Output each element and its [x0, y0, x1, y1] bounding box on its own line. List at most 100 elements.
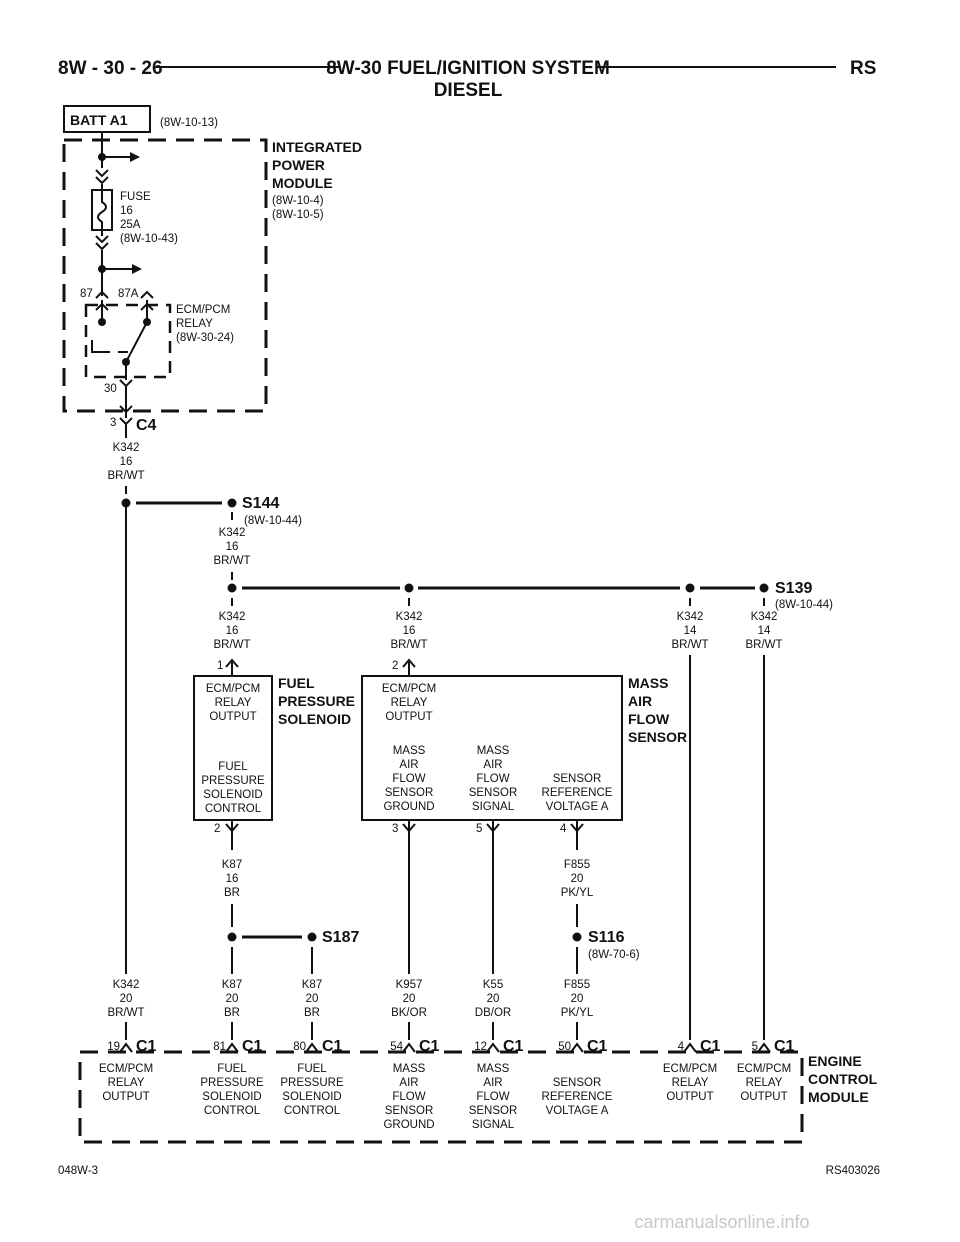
ecm-name-line-3: MODULE [808, 1089, 869, 1105]
maf-sig-label-line-3: FLOW [476, 773, 509, 785]
wire-label-line: F855 [564, 979, 590, 991]
relay-connector-30-icon [119, 379, 133, 388]
wire-label-maf-in: K342 16 BR/WT [390, 611, 427, 651]
wire-label-line: PK/YL [561, 887, 594, 899]
ecm-connector-name: C1 [587, 1038, 608, 1055]
relay-pin-30: 30 [104, 383, 117, 395]
wire-label-line: BR [224, 1007, 240, 1019]
ipm-name-line-3: MODULE [272, 175, 333, 191]
relay-switch-arm [125, 323, 147, 363]
ecm-connector-icon [683, 1042, 697, 1053]
wire-label-line: DB/OR [475, 1007, 511, 1019]
maf-pin-5: 5 [476, 823, 482, 835]
ecm-pin-label-line: SENSOR [469, 1105, 518, 1117]
page-header: 8W - 30 - 26 8W-30 FUEL/IGNITION SYSTEM … [58, 58, 876, 101]
fps-in-label-line-2: RELAY [215, 697, 252, 709]
ecm-pin-label-line: PRESSURE [280, 1077, 344, 1089]
wire-label-k342-14a: K342 14 BR/WT [671, 611, 708, 651]
ecm-connector-icon [402, 1042, 416, 1053]
wire-label-line: K342 [396, 611, 423, 623]
wire-label-line: 16 [226, 873, 239, 885]
wire-label-line: K55 [483, 979, 503, 991]
splice-s116-name: S116 [588, 929, 625, 946]
wire-label-line: 20 [403, 993, 416, 1005]
maf-ref-label-line-3: VOLTAGE A [546, 801, 609, 813]
maf-sig-label-line-1: MASS [477, 745, 510, 757]
maf-gnd-label-line-1: MASS [393, 745, 426, 757]
fuse-element-icon [97, 190, 107, 230]
maf-in-label: ECM/PCM RELAY OUTPUT [382, 683, 436, 723]
ecm-connector-icon [225, 1042, 239, 1053]
relay-label-line-1: ECM/PCM [176, 304, 230, 316]
ecm-connector-name: C1 [322, 1038, 343, 1055]
arrow-right-icon [132, 264, 142, 274]
ecm-pin-label-line: VOLTAGE A [546, 1105, 609, 1117]
c4-pin: 3 [110, 417, 116, 429]
fuse-label-line-4: (8W-10-43) [120, 233, 178, 245]
ecm-pin-number: 4 [678, 1041, 685, 1053]
page-number: 8W - 30 - 26 [58, 58, 163, 79]
wire-label-line: K342 [113, 979, 140, 991]
splice-node-k87 [227, 932, 237, 942]
wire-label-line: 20 [487, 993, 500, 1005]
relay-label-line-2: RELAY [176, 318, 213, 330]
section-code: RS [850, 58, 876, 79]
maf-pin-3: 3 [392, 823, 398, 835]
wire-label-f855-20b: F855 20 PK/YL [561, 979, 594, 1019]
ecm-connector-name: C1 [136, 1038, 157, 1055]
wire-label-line: 14 [684, 625, 697, 637]
maf-pin-4: 4 [560, 823, 567, 835]
fps-name-line-2: PRESSURE [278, 693, 355, 709]
fps-out-label-line-4: CONTROL [205, 803, 262, 815]
ecm-pin-12: 12 C1 MASS AIR FLOW SENSOR SIGNAL [469, 1038, 524, 1131]
relay-connector-87-icon [95, 290, 109, 299]
splice-s139-ref: (8W-10-44) [775, 599, 833, 611]
wire-label-line: BR/WT [671, 639, 708, 651]
wire-label-line: K342 [677, 611, 704, 623]
ecm-connector-icon [570, 1042, 584, 1053]
wire-label-line: PK/YL [561, 1007, 594, 1019]
ecm-pin-19: 19 C1 ECM/PCM RELAY OUTPUT [99, 1038, 157, 1103]
arrow-right-icon [130, 152, 140, 162]
wire-label-line: K342 [751, 611, 778, 623]
splice-s116-node [572, 932, 582, 942]
ecm-pin-81: 81 C1 FUEL PRESSURE SOLENOID CONTROL [200, 1038, 264, 1117]
ecm-connector-name: C1 [503, 1038, 524, 1055]
ecm-pin-label-line: RELAY [746, 1077, 783, 1089]
wire-label-line: K342 [219, 527, 246, 539]
ecm-pin-label-line: SENSOR [553, 1077, 602, 1089]
fps-in-label-line-3: OUTPUT [209, 711, 256, 723]
ecm-connector-icon [757, 1042, 771, 1053]
maf-sig-label-line-2: AIR [483, 759, 502, 771]
ecm-pin-label-line: SENSOR [385, 1105, 434, 1117]
fps-name: FUEL PRESSURE SOLENOID [278, 675, 355, 727]
wire-label-line: 16 [226, 625, 239, 637]
ecm-pin-label-line: ECM/PCM [99, 1063, 153, 1075]
maf-gnd-label-line-2: AIR [399, 759, 418, 771]
maf-ref-label-line-1: SENSOR [553, 773, 602, 785]
wire-label-line: K957 [396, 979, 423, 991]
fuse-label-line-3: 25A [120, 219, 141, 231]
ecm-connector-name: C1 [419, 1038, 440, 1055]
relay-pin-87a: 87A [118, 288, 139, 300]
ipm-exit-arrow-icon [119, 405, 133, 414]
wire-label-k87-20b: K87 20 BR [302, 979, 322, 1019]
ecm-pin-label-line: OUTPUT [740, 1091, 787, 1103]
page-title: 8W-30 FUEL/IGNITION SYSTEM [326, 58, 610, 79]
ecm-pin-label-line: PRESSURE [200, 1077, 264, 1089]
ecm-pin-label-line: FUEL [297, 1063, 327, 1075]
wire-label-k87-16: K87 16 BR [222, 859, 242, 899]
maf-gnd-label-line-3: FLOW [392, 773, 425, 785]
ecm-pin-label-line: OUTPUT [102, 1091, 149, 1103]
maf-pin-2: 2 [392, 660, 398, 672]
splice-node-maf [404, 583, 414, 593]
batt-box [63, 105, 151, 133]
ecm-connector-name: C1 [774, 1038, 795, 1055]
ecm-connector-icon [119, 1042, 133, 1053]
wire-label-k342-20: K342 20 BR/WT [107, 979, 144, 1019]
maf-ref-label-line-2: REFERENCE [542, 787, 613, 799]
fps-out-label-line-3: SOLENOID [203, 789, 262, 801]
ipm-ref-2: (8W-10-5) [272, 209, 324, 221]
wire-label-line: 16 [403, 625, 416, 637]
